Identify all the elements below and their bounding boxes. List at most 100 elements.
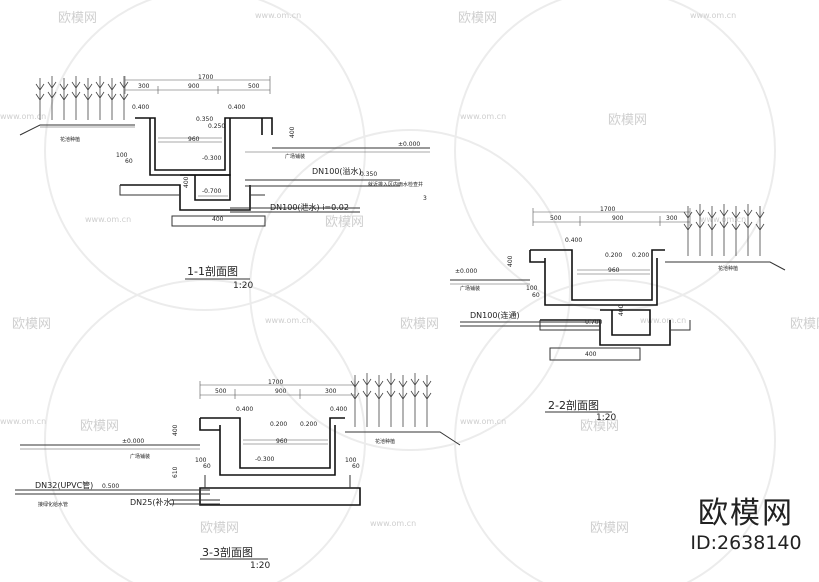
dim-2-2-f: 0.200 [632, 252, 649, 259]
dim-2-2-l: 400 [585, 351, 597, 358]
dim-2-2-e: 0.200 [605, 252, 622, 259]
watermark-logo: 欧模网 [58, 11, 97, 26]
watermark-logo: 欧模网 [12, 317, 51, 332]
planting-symbols [35, 76, 129, 120]
dim-2-2-total: 1700 [600, 206, 615, 213]
watermark-logo: 欧模网 [400, 317, 439, 332]
label-1-1-paving: 广场铺装 [285, 153, 305, 160]
watermark-url: www.om.cn [640, 316, 686, 325]
watermark-url: www.om.cn [460, 417, 506, 426]
label-3-3-paving: 广场铺装 [130, 453, 150, 460]
level-3-3-a: ±0.000 [122, 438, 144, 445]
dim-3-3-n: 60 [352, 463, 360, 470]
dim-3-3-g: 0.400 [330, 406, 347, 413]
dim-1-1-c: 500 [248, 83, 260, 90]
pipe-1-1-drain: DN100(泄水) i=0.02 [270, 202, 349, 212]
dim-1-1-l: 400 [183, 176, 190, 188]
section-3-3: 1700 500 900 300 0.400 0.200 0.200 0.400 [15, 373, 461, 571]
label-3-3-supply: 接绿化给水管 [38, 501, 68, 508]
dim-2-2-d: 0.400 [565, 237, 582, 244]
watermark-logo: 欧模网 [790, 317, 819, 332]
dim-1-1-total: 1700 [198, 74, 213, 81]
section-2-2-title: 2-2剖面图 [548, 398, 599, 412]
dim-3-3-l: 60 [203, 463, 211, 470]
level-3-3-b: -0.300 [255, 456, 275, 463]
watermark-url: www.om.cn [460, 112, 506, 121]
watermark-logo: 欧模网 [80, 419, 119, 434]
dim-2-2-k: 400 [618, 304, 625, 316]
brand-stamp: 欧模网 ID:2638140 [686, 497, 806, 555]
pipe-1-1-note: 3 [423, 195, 427, 202]
pipe-1-1-overflow: DN100(溢水) [312, 166, 362, 176]
dim-3-3-h: 960 [276, 438, 288, 445]
dim-3-3-total: 1700 [268, 379, 283, 386]
section-2-2-scale: 1:20 [596, 413, 616, 423]
dim-1-1-d: 0.400 [132, 104, 149, 111]
watermark-logo: 欧模网 [580, 419, 619, 434]
dim-1-1-f: 0.350 [196, 116, 213, 123]
pipe-3-3-makeup: DN25(补水) [130, 497, 175, 507]
dim-3-3-i: 400 [172, 424, 179, 436]
level-1-1-a: ±0.000 [398, 141, 420, 148]
label-1-1-planting: 花池种植 [60, 136, 80, 143]
dim-3-3-b: 900 [275, 388, 287, 395]
dim-3-3-m: 100 [345, 457, 357, 464]
dim-2-2-g: 960 [608, 267, 620, 274]
watermark-url: www.om.cn [85, 215, 131, 224]
dim-2-2-b: 900 [612, 215, 624, 222]
label-2-2-planting: 花池种植 [718, 265, 738, 272]
section-2-2: 1700 500 900 300 0.400 0.200 0.200 [450, 204, 786, 423]
level-2-2-a: ±0.000 [455, 268, 477, 275]
level-1-1-b: -0.300 [202, 155, 222, 162]
watermark-url: www.om.cn [700, 215, 746, 224]
section-3-3-title: 3-3剖面图 [202, 545, 253, 559]
dim-3-3-f: 0.200 [300, 421, 317, 428]
dim-3-3-a: 500 [215, 388, 227, 395]
section-1-1-title: 1-1剖面图 [187, 264, 238, 278]
watermark-logo: 欧模网 [608, 113, 647, 128]
planting-symbols [683, 204, 765, 256]
label-1-1-drain: 就近排入区内雨水检查井 [368, 181, 423, 188]
level-2-2-b: -0.700 [583, 319, 603, 326]
dim-2-2-c: 300 [666, 215, 678, 222]
pipe-2-2: DN100(连通) [470, 310, 520, 320]
pipe-3-3-level: 0.500 [102, 483, 119, 490]
label-3-3-planting: 花池种植 [375, 438, 395, 445]
level-1-1-c: -0.700 [202, 188, 222, 195]
section-1-1: 1700 300 900 500 0.400 0.400 0.350 0.250… [19, 74, 430, 291]
label-2-2-paving: 广场铺装 [460, 285, 480, 292]
section-1-1-scale: 1:20 [233, 281, 253, 291]
dim-1-1-h: 960 [188, 136, 200, 143]
dim-2-2-h: 400 [507, 255, 514, 267]
pipe-1-1-level: 0.350 [360, 171, 377, 178]
watermark-logo: 欧模网 [590, 521, 629, 536]
dim-2-2-i: 100 [526, 285, 538, 292]
brand-id: ID:2638140 [690, 532, 802, 554]
dim-3-3-k: 100 [195, 457, 207, 464]
dim-1-1-g: 0.250 [208, 123, 225, 130]
dim-1-1-i: 400 [289, 126, 296, 138]
section-3-3-scale: 1:20 [250, 561, 270, 571]
brand-name: 欧模网 [698, 496, 794, 531]
dim-1-1-b: 900 [188, 83, 200, 90]
dim-1-1-k: 60 [125, 158, 133, 165]
dim-3-3-d: 0.400 [236, 406, 253, 413]
watermark-logo: 欧模网 [458, 11, 497, 26]
dim-3-3-e: 0.200 [270, 421, 287, 428]
dim-2-2-j: 60 [532, 292, 540, 299]
dim-1-1-m: 400 [212, 216, 224, 223]
watermark-url: www.om.cn [0, 112, 46, 121]
planting-symbols [350, 373, 432, 427]
dim-1-1-a: 300 [138, 83, 150, 90]
watermark-logo: 欧模网 [325, 215, 364, 230]
watermark-url: www.om.cn [255, 11, 301, 20]
dim-3-3-j: 610 [172, 466, 179, 478]
dim-1-1-j: 100 [116, 152, 128, 159]
watermark-url: www.om.cn [690, 11, 736, 20]
watermark-url: www.om.cn [265, 316, 311, 325]
pipe-3-3-upvc: DN32(UPVC管) [35, 480, 93, 490]
watermark-url: www.om.cn [370, 519, 416, 528]
dim-2-2-a: 500 [550, 215, 562, 222]
